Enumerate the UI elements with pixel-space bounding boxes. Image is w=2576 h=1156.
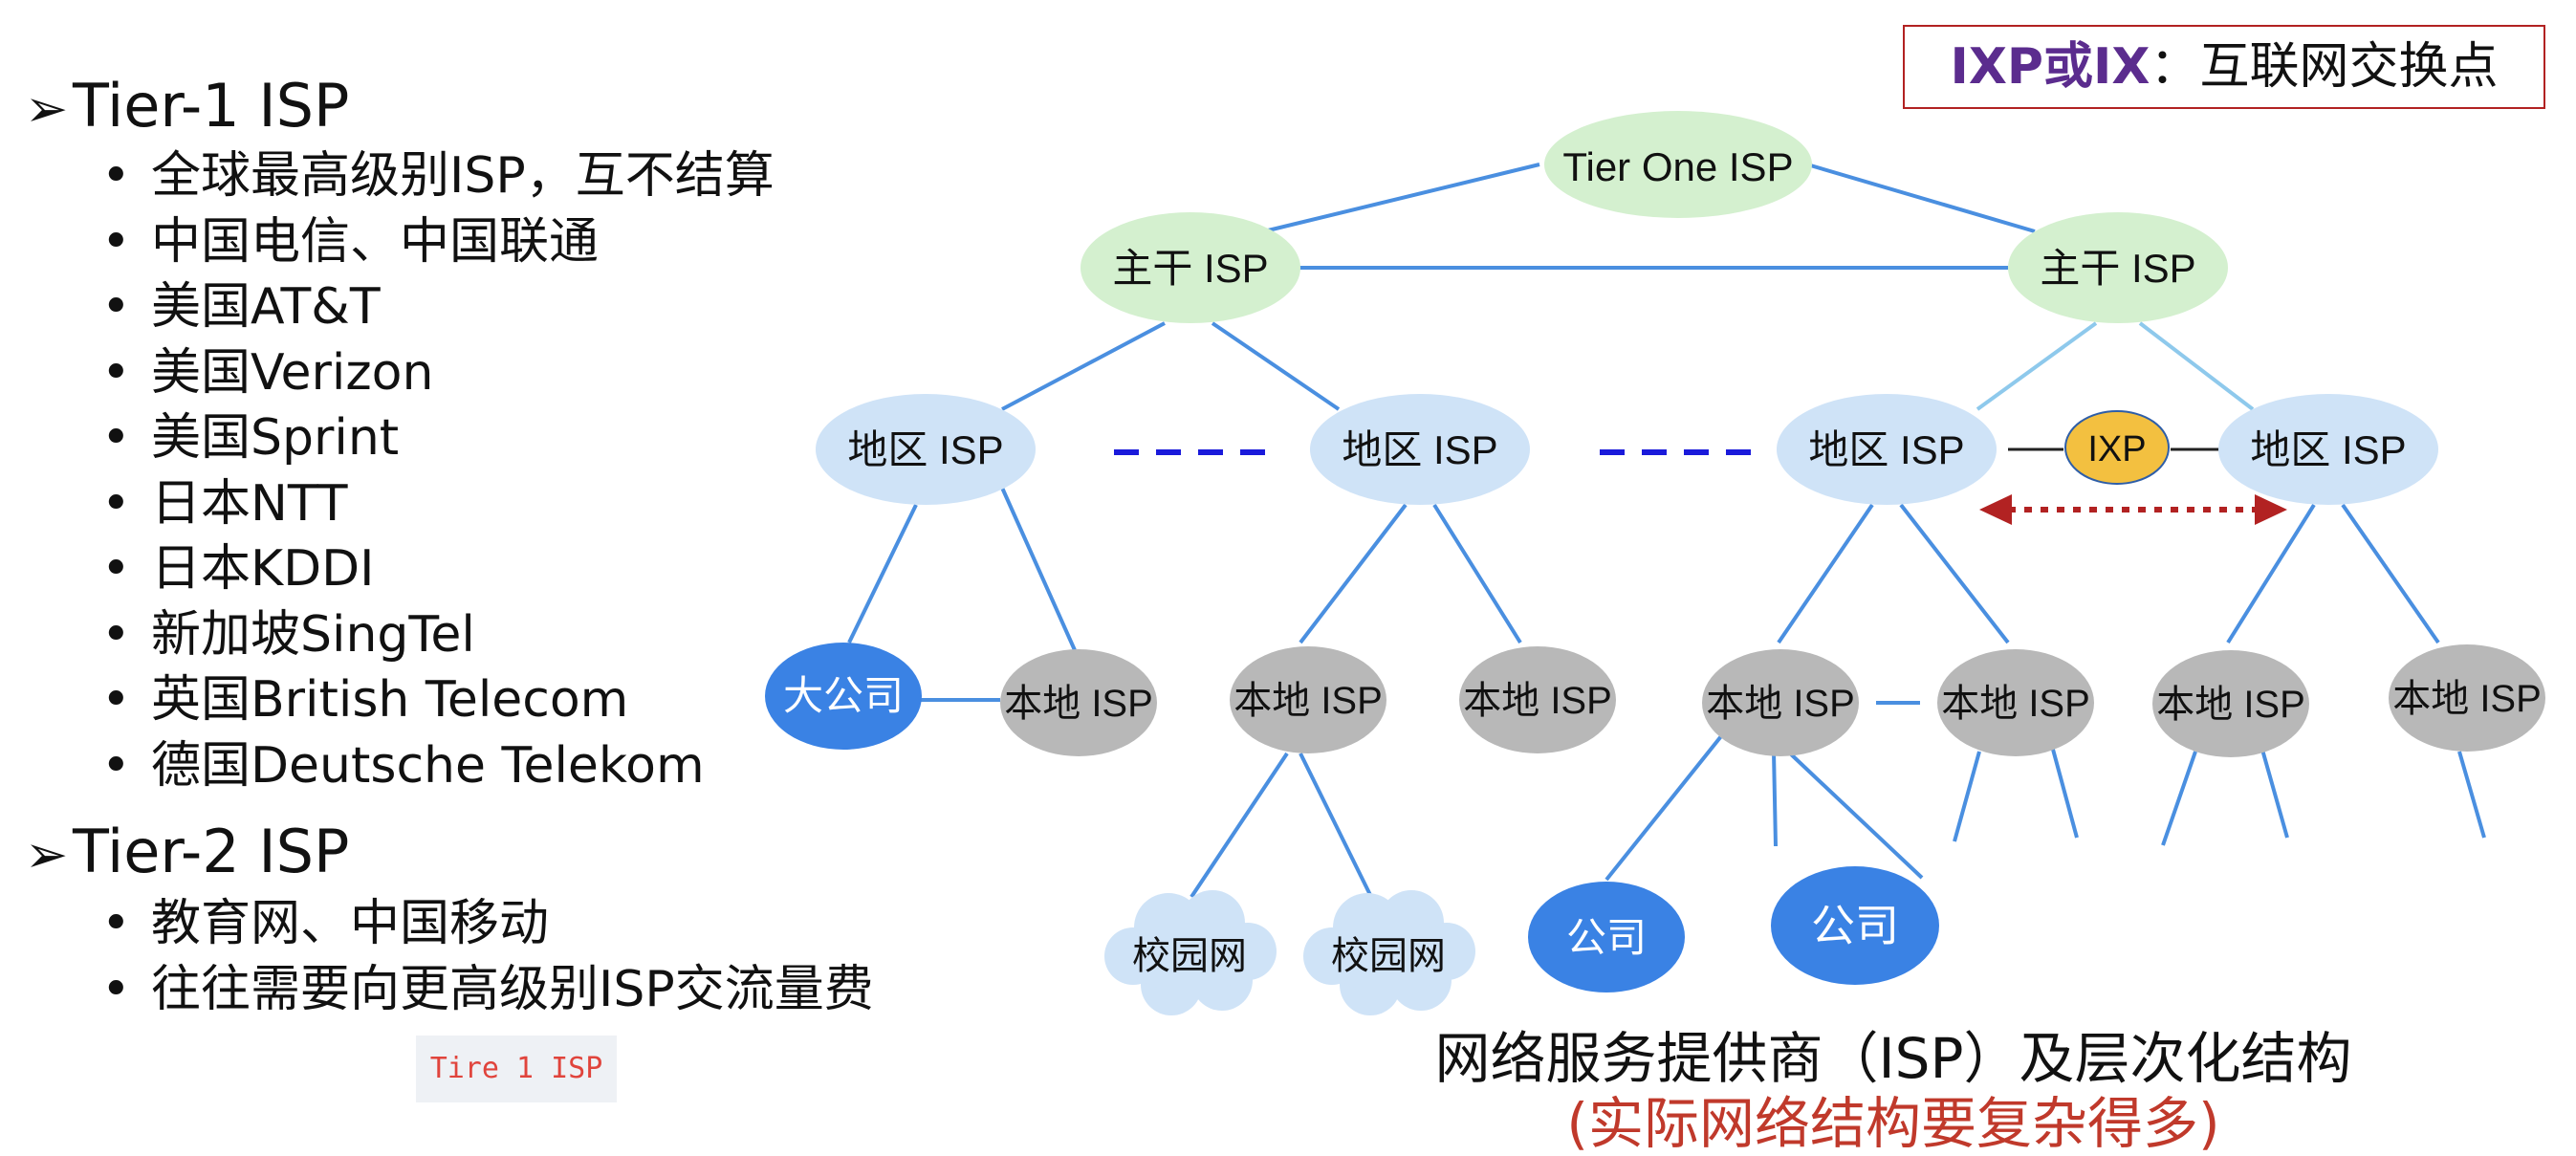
code-chip: Tire 1 ISP [416, 1036, 617, 1102]
company-2-label: 公司 [1811, 901, 1899, 950]
link-local6-down-a [2161, 751, 2197, 846]
region-isp-3-label: 地区 ISP [1808, 427, 1964, 472]
link-region1-local1 [1000, 487, 1077, 651]
link-local4-down [1772, 751, 1778, 847]
backbone-isp-right-label: 主干 ISP [2040, 246, 2195, 291]
arrow-bullet-icon: ➢ [25, 78, 69, 139]
link-local4-company1 [1605, 734, 1723, 882]
list-item: 新加坡SingTel [101, 602, 775, 668]
ixp-node [2064, 410, 2170, 485]
link-local2-campus2 [1299, 752, 1373, 898]
tier2-list: 教育网、中国移动 往往需要向更高级别ISP交流量费 [101, 891, 874, 1022]
tier1-heading: ➢Tier-1 ISP [25, 73, 349, 142]
list-item: 日本NTT [101, 471, 775, 537]
local-isp-7-label: 本地 ISP [2392, 678, 2542, 720]
big-company-label: 大公司 [783, 673, 904, 718]
region-isp-1-label: 地区 ISP [847, 427, 1003, 472]
company-2-node [1771, 866, 1939, 985]
tier-one-isp-node [1544, 111, 1812, 218]
link-tierone-backbone-right [1806, 163, 2036, 233]
local-isp-3-label: 本地 ISP [1463, 680, 1612, 722]
region-isp-2-node [1310, 394, 1530, 505]
legend-sep: ： [2150, 38, 2200, 96]
link-local5-down-a [1953, 751, 1981, 842]
list-item: 教育网、中国移动 [101, 891, 874, 957]
local-isp-4-label: 本地 ISP [1706, 683, 1855, 725]
backbone-isp-left-label: 主干 ISP [1112, 246, 1268, 291]
list-item: 美国Verizon [101, 340, 775, 406]
list-item: 美国Sprint [101, 405, 775, 471]
region-isp-4-label: 地区 ISP [2250, 427, 2406, 472]
region-isp-3-node [1777, 394, 1997, 505]
diagram-caption-note: (实际网络结构要复杂得多) [1566, 1091, 2220, 1156]
local-isp-3-node [1459, 646, 1616, 753]
campus-cloud-1 [1104, 890, 1277, 1015]
tier1-list: 全球最高级别ISP，互不结算 中国电信、中国联通 美国AT&T 美国Verizo… [101, 143, 775, 798]
local-isp-7-node [2389, 644, 2545, 752]
link-region3-local5 [1899, 503, 2010, 644]
link-region3-local4 [1777, 503, 1874, 644]
diagram-caption: 网络服务提供商（ISP）及层次化结构 [1434, 1026, 2352, 1091]
link-local6-down-b [2260, 749, 2289, 839]
link-region1-bigco [847, 504, 918, 643]
list-item: 日本KDDI [101, 536, 775, 602]
local-isp-1-label: 本地 ISP [1004, 683, 1153, 725]
list-item: 英国British Telecom [101, 667, 775, 733]
local-isp-2-node [1230, 646, 1386, 753]
tier-one-isp-label: Tier One ISP [1562, 144, 1793, 189]
link-region4-local6 [2226, 503, 2316, 644]
local-isp-5-label: 本地 ISP [1941, 683, 2090, 725]
tier1-heading-text: Tier-1 ISP [73, 71, 350, 141]
peering-arrow [1979, 494, 2287, 525]
campus-cloud-2 [1303, 890, 1475, 1015]
tier2-heading: ➢Tier-2 ISP [25, 818, 349, 888]
campus-2-label: 校园网 [1331, 935, 1446, 977]
region-isp-4-node [2218, 394, 2438, 505]
link-region4-local7 [2341, 503, 2440, 644]
list-item: 德国Deutsche Telekom [101, 733, 775, 799]
tier2-heading-text: Tier-2 ISP [73, 817, 350, 886]
region-isp-1-node [816, 394, 1036, 505]
campus-1-label: 校园网 [1132, 935, 1247, 977]
link-backbone-region1 [1001, 321, 1166, 411]
local-isp-6-label: 本地 ISP [2156, 684, 2305, 726]
local-isp-1-node [1000, 649, 1157, 756]
list-item: 中国电信、中国联通 [101, 209, 775, 275]
backbone-isp-left-node [1081, 212, 1300, 323]
company-1-node [1528, 882, 1685, 992]
diagram-links [847, 163, 2486, 899]
link-region2-local2 [1299, 503, 1408, 644]
legend-box: IXP或IX：互联网交换点 [1903, 25, 2545, 109]
legend-desc: 互联网交换点 [2199, 38, 2499, 96]
list-item: 往往需要向更高级别ISP交流量费 [101, 957, 874, 1023]
arrow-bullet-icon: ➢ [25, 824, 69, 884]
link-tierone-backbone-left [1263, 163, 1540, 233]
local-isp-6-node [2152, 650, 2309, 757]
ixp-label: IXP [2087, 429, 2146, 469]
link-region2-local3 [1432, 503, 1522, 644]
backbone-isp-right-node [2008, 212, 2228, 323]
big-company-node [765, 643, 922, 750]
link-backbone-region4 [2138, 321, 2255, 411]
link-local7-down [2457, 751, 2486, 839]
link-local2-campus1 [1190, 752, 1289, 899]
local-isp-2-label: 本地 ISP [1233, 680, 1383, 722]
local-isp-5-node [1937, 649, 2094, 756]
company-1-label: 公司 [1566, 915, 1647, 960]
link-local4-company2 [1786, 750, 1924, 880]
local-isp-4-node [1702, 649, 1859, 756]
link-local5-down-b [2050, 745, 2079, 839]
list-item: 美国AT&T [101, 274, 775, 340]
link-backbone-region3 [1976, 321, 2098, 411]
legend-term: IXP或IX [1950, 38, 2150, 96]
link-backbone-region2 [1211, 321, 1341, 411]
region-isp-2-label: 地区 ISP [1342, 427, 1497, 472]
list-item: 全球最高级别ISP，互不结算 [101, 143, 775, 209]
